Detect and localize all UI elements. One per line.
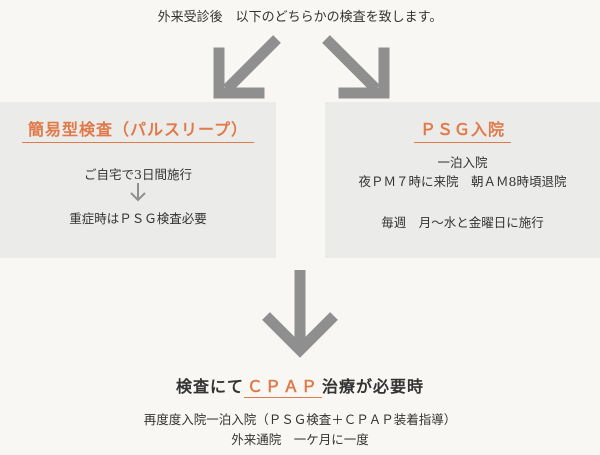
result-title-suffix: 治療が必要時 (322, 377, 425, 396)
result-title-prefix: 検査にて (175, 377, 244, 396)
simple-test-note: 重症時はＰＳＧ検査必要 (69, 211, 207, 226)
simple-test-detail: ご自宅で3日間施行 (84, 167, 192, 182)
simple-test-title: 簡易型検査（パルスリープ） (21, 116, 255, 143)
psg-panel: ＰＳＧ入院 一泊入院 夜ＰＭ７時に来院 朝ＡＭ8時頃退院 毎週 月〜水と金曜日に… (325, 102, 600, 258)
arrow-down-right-icon (322, 35, 390, 99)
arrow-down-icon (262, 270, 338, 358)
cpap-highlight: ＣＰＡＰ (243, 377, 322, 398)
result-detail-outpatient: 外来通院 一ケ月に一度 (231, 432, 369, 447)
psg-detail-schedule: 毎週 月〜水と金曜日に施行 (381, 215, 544, 230)
psg-title: ＰＳＧ入院 (413, 116, 511, 143)
psg-detail-time: 夜ＰＭ７時に来院 朝ＡＭ8時頃退院 (358, 174, 567, 189)
result-detail-stay: 再度度入院一泊入院（ＰＳＧ検査＋ＣＰＡＰ装着指導） (143, 412, 457, 427)
intro-text: 外来受診後 以下のどちらかの検査を致します。 (157, 10, 443, 25)
psg-detail-stay: 一泊入院 (437, 155, 488, 170)
simple-test-panel: 簡易型検査（パルスリープ） ご自宅で3日間施行 重症時はＰＳＧ検査必要 (0, 102, 276, 258)
arrow-down-left-icon (213, 35, 281, 99)
arrow-down-small-icon (130, 183, 146, 202)
